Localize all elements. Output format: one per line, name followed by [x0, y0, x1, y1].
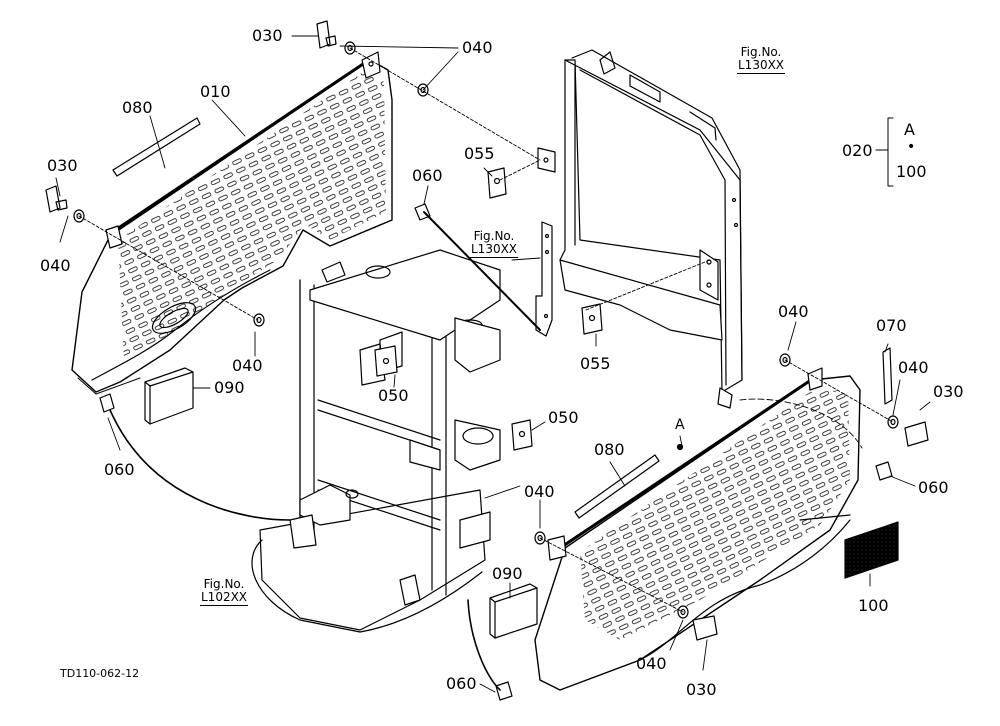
kit-item-a: A [904, 120, 915, 139]
label-050-right: 050 [548, 408, 579, 427]
label-060-top: 060 [412, 166, 443, 185]
kit-item-100: 100 [896, 162, 927, 181]
label-040-right-upper: 040 [778, 302, 809, 321]
label-080-left: 080 [122, 98, 153, 117]
rear-frame [559, 49, 743, 409]
view-marker-a: A [675, 417, 685, 433]
figure-ref-line2: L130XX [737, 58, 786, 74]
label-010: 010 [200, 82, 231, 101]
kit-bracket [875, 117, 894, 187]
kit-label-020: 020 [842, 141, 873, 160]
plate-050-center [374, 345, 398, 377]
kit-item-dot: • [907, 139, 916, 155]
figure-ref-line2: L130XX [470, 242, 519, 258]
marker-a-dot [676, 443, 684, 451]
label-040-bottom: 040 [636, 654, 667, 673]
washers-040 [73, 41, 899, 619]
right-side-cover [534, 367, 861, 691]
figure-ref-l130xx-top: Fig.No. L130XX [737, 45, 786, 74]
figure-ref-line2: L102XX [200, 590, 249, 606]
label-030-top: 030 [252, 26, 283, 45]
bolt-030-bottom [692, 615, 718, 641]
side-bracket [535, 221, 553, 337]
label-030-left: 030 [47, 156, 78, 175]
pad-090-left [144, 367, 194, 425]
label-040-lower: 040 [524, 482, 555, 501]
label-040-top: 040 [462, 38, 493, 57]
label-030-bottom: 030 [686, 680, 717, 699]
left-side-cover [71, 51, 393, 395]
grommets-060 [99, 203, 893, 701]
figure-ref-line1: Fig.No. [473, 229, 515, 243]
bolt-030-right [904, 421, 929, 447]
label-090-left: 090 [214, 378, 245, 397]
plate-055-lower [581, 303, 603, 335]
plate-050-right [511, 419, 533, 451]
label-060-bottom: 060 [446, 674, 477, 693]
label-090-right: 090 [492, 564, 523, 583]
label-055-upper: 055 [464, 144, 495, 163]
chassis-frame [251, 249, 501, 633]
figure-ref-l130xx-mid: Fig.No. L130XX [470, 229, 519, 258]
decal-100 [844, 521, 899, 579]
bolt-030-left [45, 185, 68, 213]
label-100: 100 [858, 596, 889, 615]
label-030-right: 030 [933, 382, 964, 401]
label-055-lower: 055 [580, 354, 611, 373]
figure-ref-line1: Fig.No. [740, 45, 782, 59]
drawing-code: TD110-062-12 [60, 667, 140, 680]
plate-055-upper [537, 147, 556, 173]
figure-ref-l102xx: Fig.No. L102XX [200, 577, 249, 606]
label-040-left: 040 [40, 256, 71, 275]
leader-lines [55, 35, 931, 693]
label-080-right: 080 [594, 440, 625, 459]
label-070: 070 [876, 316, 907, 335]
rod-080-right [574, 454, 660, 519]
rod-080-left [112, 117, 201, 177]
label-040-right: 040 [898, 358, 929, 377]
figure-ref-line1: Fig.No. [203, 577, 245, 591]
plate-055-left [487, 167, 507, 199]
label-060-right: 060 [918, 478, 949, 497]
bolt-030-top [316, 20, 337, 49]
label-050-center: 050 [378, 386, 409, 405]
label-040-center: 040 [232, 356, 263, 375]
pad-090-right [489, 583, 538, 639]
label-060-left: 060 [104, 460, 135, 479]
bracket-070 [882, 347, 893, 405]
